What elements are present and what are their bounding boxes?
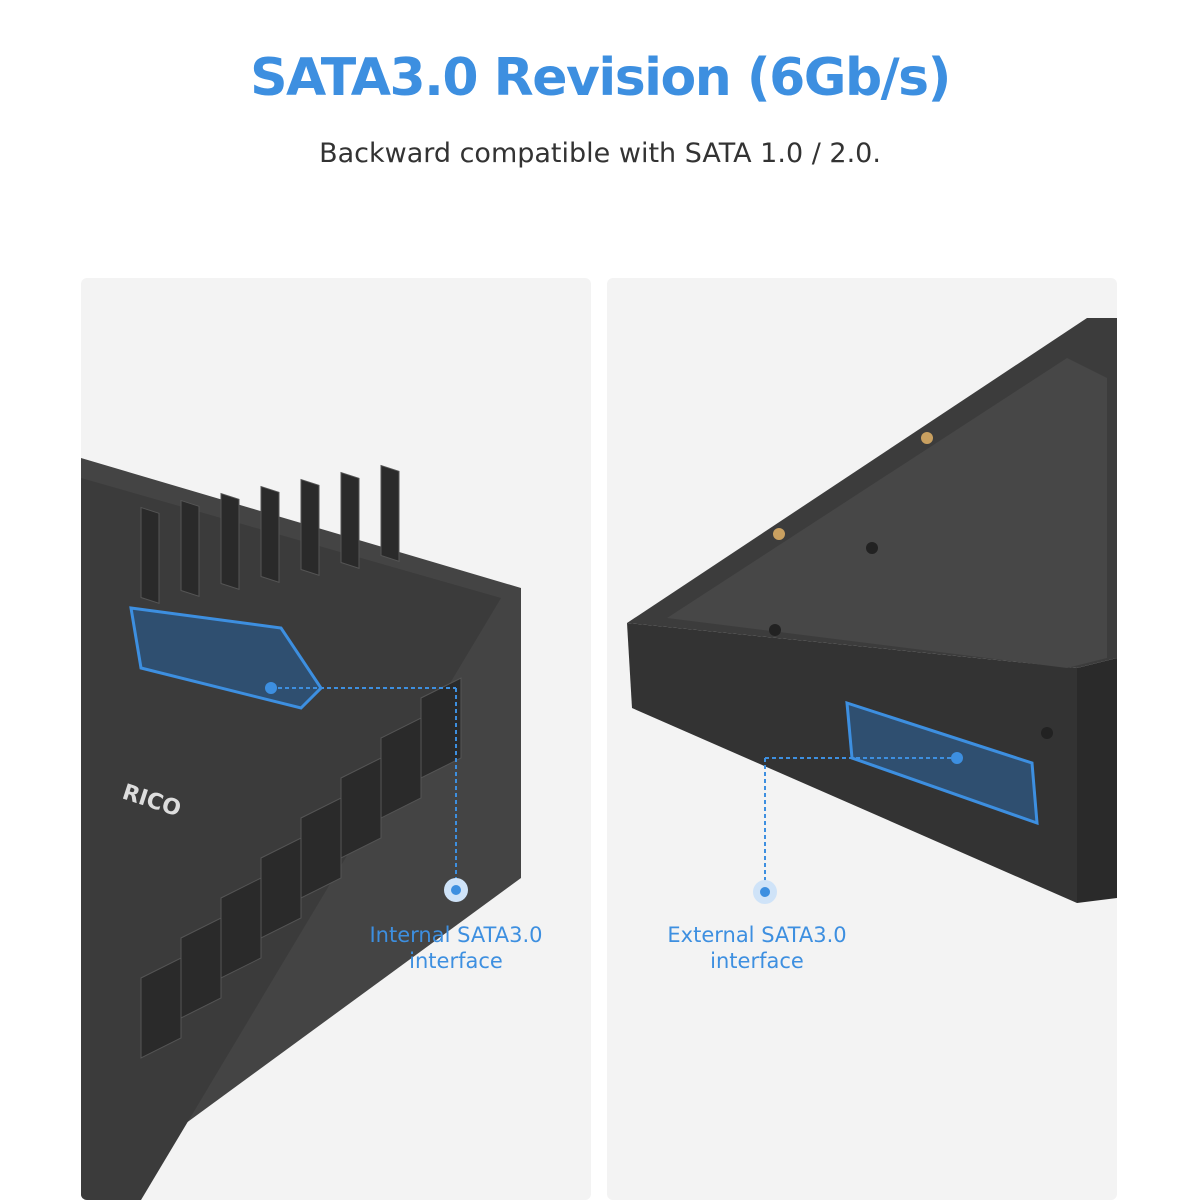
page-title: SATA3.0 Revision (6Gb/s) — [250, 48, 951, 108]
internal-label-line2: interface — [409, 949, 503, 973]
page-subtitle: Backward compatible with SATA 1.0 / 2.0. — [319, 138, 881, 169]
cooling-fins — [140, 464, 400, 605]
bracket-product-image — [627, 318, 1117, 904]
external-label-line1: External SATA3.0 — [667, 923, 847, 947]
external-sata-connector — [845, 700, 1039, 826]
internal-interface-label: Internal SATA3.0 interface — [321, 922, 591, 974]
external-label-line2: interface — [710, 949, 804, 973]
external-interface-label: External SATA3.0 interface — [622, 922, 892, 974]
internal-interface-panel: RICO Internal SATA3.0 interface — [81, 278, 591, 1200]
bracket-product-image: RICO — [81, 458, 521, 1200]
internal-label-line1: Internal SATA3.0 — [369, 923, 543, 947]
external-interface-panel: External SATA3.0 interface — [607, 278, 1117, 1200]
